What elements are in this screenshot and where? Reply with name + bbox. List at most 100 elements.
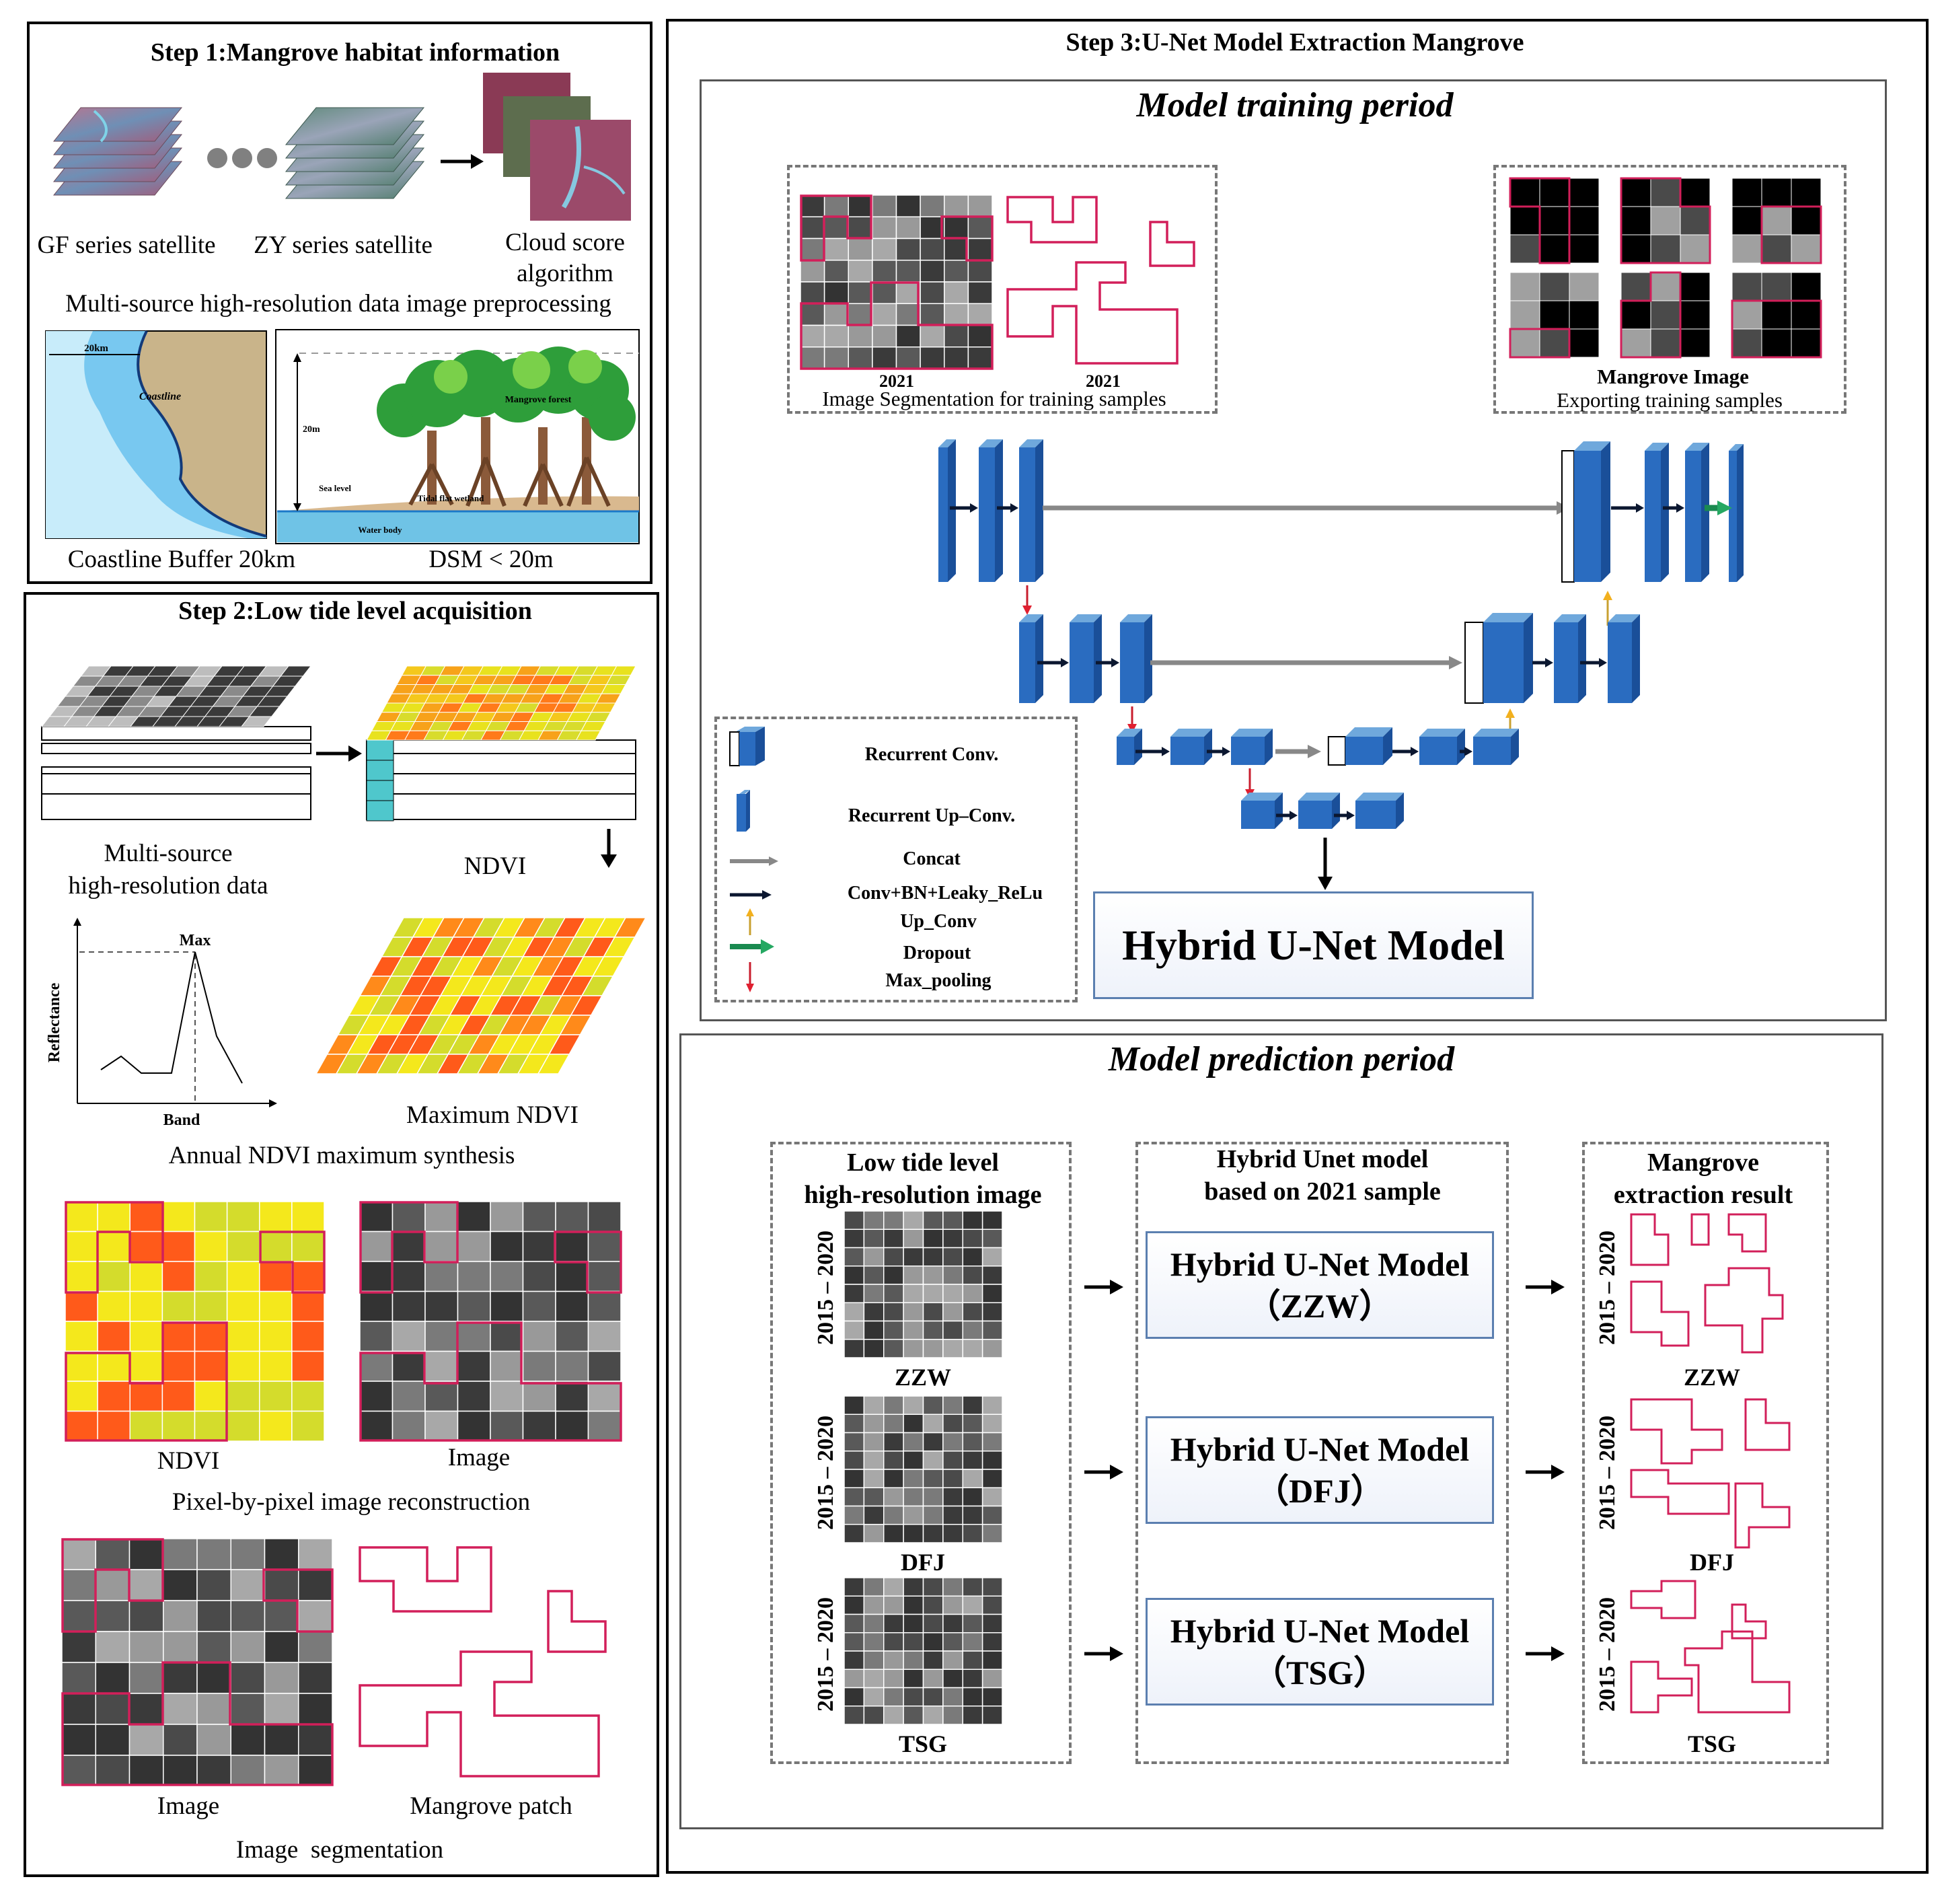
grid-cell [844,1505,865,1525]
low-tide-image-grid [844,1395,1003,1543]
grid-cell [359,1261,394,1292]
grid-cell [1509,206,1540,235]
grid-cell [944,303,969,326]
mangrove-outline [359,1321,622,1442]
grid-cell [194,1231,228,1262]
grid-cell [967,346,993,369]
unet-block-side [1265,729,1273,765]
grid-cell [942,1320,963,1340]
grid-cell [863,1706,885,1725]
grid-cell [298,1600,333,1632]
grid-cell [194,1201,228,1233]
grid-cell [922,1395,944,1415]
input-years-label: 2015 – 2020 [813,1597,838,1712]
grid-cell [359,1201,394,1233]
grid-cell [264,1724,299,1756]
grid-cell [863,1487,885,1507]
mangrove-outline [65,1321,228,1442]
mangrove-patch [359,1650,600,1778]
grid-cell [942,1302,963,1322]
stack-side [366,739,636,820]
conv-arrow-head [970,503,978,513]
grid-cell [359,1290,394,1322]
mangrove-patch [1734,1482,1791,1549]
grid-cell [883,1595,904,1615]
grid-cell [863,1339,885,1358]
training-sample-tile [1731,272,1822,359]
grid-cell [457,1201,491,1233]
grid-cell [962,1469,983,1488]
grid-cell [587,1381,622,1412]
grid-cell [903,1302,924,1322]
grid-cell [942,1669,963,1689]
grid-cell [65,1261,98,1292]
grid-cell [61,1755,96,1787]
grid-cell [844,1524,865,1543]
unet-block-face [1608,622,1632,703]
grid-cell [922,1613,944,1634]
grid-cell [1620,272,1651,301]
grid-cell [922,1247,944,1267]
grid-cell [291,1290,325,1322]
grid-cell [944,281,969,304]
grid-cell [922,1339,944,1358]
grid-cell [490,1321,524,1352]
grid-cell [848,194,873,217]
grid-cell [1650,206,1681,235]
grid-cell [942,1229,963,1249]
grid-cell [944,260,969,283]
grid-cell [163,1600,198,1632]
grid-cell [65,1290,98,1322]
col3-header-line2: extraction result [1613,1180,1793,1209]
grid-cell [903,1284,924,1303]
buffer-label: Coastline Buffer 20km [67,546,296,573]
grid-cell [226,1290,260,1322]
grid-cell [895,324,921,348]
grid-cell [981,1613,1003,1634]
grid-cell [1509,178,1540,207]
unet-block-side [1457,729,1465,765]
grid-cell [942,1487,963,1507]
curve-reflectance-label: Reflectance [46,982,63,1062]
grid-cell [1761,272,1792,301]
grid-cell [161,1201,196,1233]
grid-cell [883,1687,904,1707]
unet-block-side [1661,443,1669,582]
grid-cell [161,1231,196,1262]
grid-cell [1569,206,1600,235]
grid-cell [863,1524,885,1543]
grid-cell [872,303,897,326]
grid-cell [61,1538,96,1570]
grid-cell [844,1669,865,1689]
grid-cell [163,1569,198,1601]
grid-cell [291,1321,325,1352]
grid-cell [587,1321,622,1352]
grid-cell [65,1350,98,1382]
arrow-head [1551,1280,1565,1294]
grid-cell [942,1577,963,1597]
grid-cell [944,346,969,369]
grid-cell [848,303,873,326]
grid-cell [226,1410,260,1442]
cloud-label: Cloud score algorithm [505,229,625,288]
unet-block-face [1729,451,1737,582]
grid-cell [844,1706,865,1725]
mangrove-outline [1509,177,1571,264]
unet-block-top [1355,793,1404,801]
site-model-tag: （DFJ） [1255,1472,1384,1510]
grid-cell [848,260,873,283]
grid-cell [903,1247,924,1267]
mangrove-outline [262,1568,334,1633]
grid-cell [226,1201,260,1233]
grid-cell [844,1432,865,1452]
right-arrow-icon [1084,1646,1123,1661]
site-code-label: ZZW [894,1364,952,1391]
unet-block-face [1241,801,1275,829]
buffer-km-label: 20km [84,343,108,354]
grid-cell [298,1693,333,1725]
unet-block [1170,729,1212,765]
grid-cell [457,1321,491,1352]
concat-arrow-head [1449,656,1462,669]
grid-cell [922,1650,944,1670]
input-years-label: 2015 – 2020 [813,1231,838,1345]
